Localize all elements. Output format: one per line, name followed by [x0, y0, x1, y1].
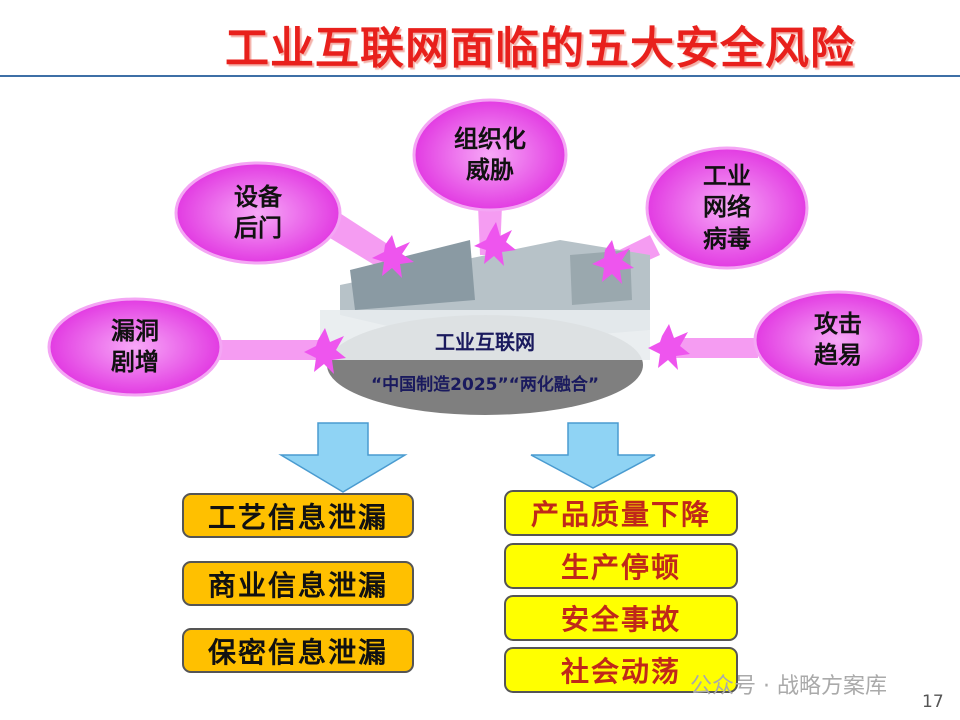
left-outcome-box: 工艺信息泄漏 [182, 493, 414, 538]
left-outcome-box: 保密信息泄漏 [182, 628, 414, 673]
bubble-text: 剧增 [111, 348, 159, 376]
right-outcome-box: 安全事故 [504, 595, 738, 641]
watermark: 公众号 · 战略方案库 [690, 674, 887, 699]
arrow-left [278, 422, 408, 493]
hub-title: 工业互联网 [435, 330, 535, 354]
title-divider [0, 75, 960, 77]
bubble-text: 设备 [234, 182, 282, 211]
hub-slogan: “中国制造2025”“两化融合” [370, 375, 599, 395]
bubble-text: 网络 [703, 193, 751, 222]
bubble-organized-threat: 组织化威胁 [414, 100, 566, 210]
bubble-text: 病毒 [703, 224, 751, 253]
arrow-right [530, 422, 656, 489]
right-outcome-box: 社会动荡 [504, 647, 738, 693]
bubble-text: 工业 [703, 162, 751, 191]
bubble-device-backdoor: 设备后门 [176, 163, 340, 263]
down-arrows [278, 422, 656, 493]
risk-bubbles [47, 98, 923, 397]
beam-vuln [218, 340, 318, 360]
bubble-text: 组织化 [454, 124, 526, 153]
right-outcome-box: 产品质量下降 [504, 490, 738, 536]
bubble-text: 漏洞 [111, 316, 159, 345]
bubble-text: 趋易 [814, 341, 862, 369]
left-outcome-box: 商业信息泄漏 [182, 561, 414, 606]
right-outcome-box: 生产停顿 [504, 543, 738, 589]
slide-title: 工业互联网面临的五大安全风险 [225, 23, 855, 74]
bubble-text: 后门 [234, 214, 282, 242]
page-number: 17 [922, 692, 944, 712]
beam-attack [668, 338, 758, 358]
starbursts [304, 222, 690, 374]
bubble-industrial-virus: 工业网络病毒 [647, 148, 807, 268]
bubble-easy-attack: 攻击趋易 [755, 292, 921, 388]
bubble-text: 攻击 [814, 309, 862, 338]
bubble-text: 威胁 [466, 156, 514, 184]
bubble-vulnerabilities: 漏洞剧增 [49, 299, 221, 395]
